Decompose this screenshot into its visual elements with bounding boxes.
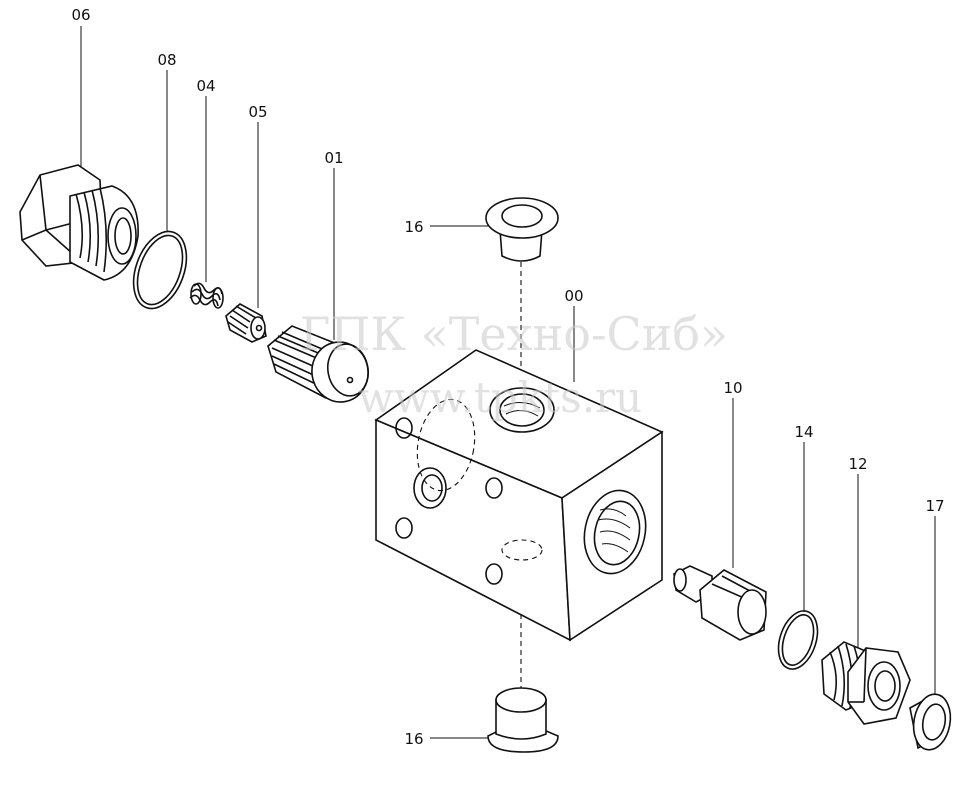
watermark: ГПК «Техно-Сиб» www.tpkts.ru xyxy=(300,307,728,422)
label-part-00: 00 xyxy=(564,287,583,305)
watermark-company: ГПК «Техно-Сиб» xyxy=(300,307,728,361)
part-01-main-poppet xyxy=(267,325,370,403)
part-16-bottom-cap xyxy=(487,687,559,753)
label-part-05: 05 xyxy=(248,103,267,121)
label-part-16-bottom: 16 xyxy=(404,730,423,748)
label-part-14: 14 xyxy=(794,423,813,441)
part-16-top-cap xyxy=(485,197,559,262)
part-12-hex-fitting xyxy=(821,641,911,725)
label-part-12: 12 xyxy=(848,455,867,473)
label-part-10: 10 xyxy=(723,379,742,397)
label-part-16-top: 16 xyxy=(404,218,423,236)
part-14-o-ring xyxy=(777,610,819,670)
label-part-08: 08 xyxy=(157,51,176,69)
part-05-poppet xyxy=(225,303,267,343)
part-04-spring xyxy=(189,282,224,309)
part-06-hex-plug xyxy=(19,164,139,281)
watermark-url: www.tpkts.ru xyxy=(358,373,642,422)
part-00-valve-body xyxy=(374,349,664,642)
label-part-04: 04 xyxy=(196,77,215,95)
label-part-17: 17 xyxy=(925,497,944,515)
part-17-cap xyxy=(909,693,952,751)
part-labels: 06 08 04 05 01 16 00 10 14 12 17 16 xyxy=(71,6,944,748)
label-part-01: 01 xyxy=(324,149,343,167)
part-08-o-ring xyxy=(132,230,188,310)
part-10-piston xyxy=(673,565,767,641)
label-part-06: 06 xyxy=(71,6,90,24)
